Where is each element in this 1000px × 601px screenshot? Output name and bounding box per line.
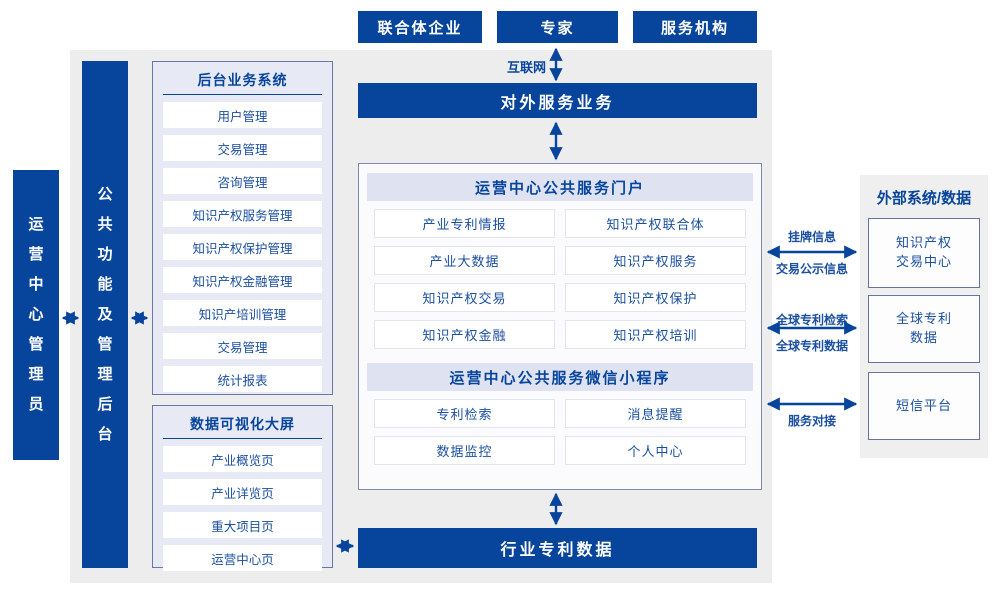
dashboard-title: 数据可视化大屏 bbox=[163, 414, 322, 439]
portal-item-patent-intelligence: 产业专利情报 bbox=[374, 209, 555, 238]
mini-item-message-alert: 消息提醒 bbox=[565, 399, 746, 428]
miniprogram-title: 运营中心公共服务微信小程序 bbox=[449, 369, 671, 387]
backend-item-statistics: 统计报表 bbox=[163, 366, 322, 392]
label-global-patent-search: 全球专利检索 bbox=[775, 313, 848, 327]
miniprogram-header: 运营中心公共服务微信小程序 bbox=[367, 363, 753, 391]
portal-item-ip-protection: 知识产权保护 bbox=[565, 283, 746, 312]
public-function-backend-label: 公共功能及管理后台 bbox=[97, 185, 113, 443]
backend-item-user-mgmt: 用户管理 bbox=[163, 102, 322, 128]
ext-box-line: 全球专利 bbox=[895, 311, 952, 327]
label-global-patent-data: 全球专利数据 bbox=[775, 339, 848, 353]
portal-item-ip-consortium: 知识产权联合体 bbox=[565, 209, 746, 238]
backend-item-ip-finance-mgmt: 知识产权金融管理 bbox=[163, 267, 322, 293]
backend-item-consult-mgmt: 咨询管理 bbox=[163, 168, 322, 194]
ext-box-line: 数据 bbox=[909, 330, 938, 345]
mini-item-patent-search: 专利检索 bbox=[374, 399, 555, 428]
dashboard-section: 数据可视化大屏 产业概览页 产业详览页 重大项目页 运营中心页 bbox=[152, 405, 333, 571]
dashboard-item-industry-overview: 产业概览页 bbox=[163, 446, 322, 472]
label-listing-info: 挂牌信息 bbox=[787, 230, 836, 244]
dashboard-item-industry-detail: 产业详览页 bbox=[163, 479, 322, 505]
dashboard-item-major-project: 重大项目页 bbox=[163, 512, 322, 538]
backend-system-section: 后台业务系统 用户管理 交易管理 咨询管理 知识产权服务管理 知识产权保护管理 … bbox=[152, 61, 333, 395]
ext-box-line: 知识产权 bbox=[895, 235, 952, 251]
public-service-center-box: 运营中心公共服务门户 产业专利情报 知识产权联合体 产业大数据 知识产权服务 知… bbox=[358, 163, 762, 490]
external-systems-title: 外部系统/数据 bbox=[876, 190, 972, 207]
external-box-ip-trade-center: 知识产权 交易中心 bbox=[868, 218, 980, 288]
backend-system-title: 后台业务系统 bbox=[163, 70, 322, 95]
label-service-connect: 服务对接 bbox=[787, 414, 836, 428]
portal-header: 运营中心公共服务门户 bbox=[367, 173, 753, 201]
dashboard-item-operation-center: 运营中心页 bbox=[163, 545, 322, 571]
mini-item-data-monitor: 数据监控 bbox=[374, 436, 555, 465]
portal-item-ip-trade: 知识产权交易 bbox=[374, 283, 555, 312]
portal-title: 运营中心公共服务门户 bbox=[474, 179, 645, 197]
actor-service-agency: 服务机构 bbox=[633, 11, 757, 43]
label-trade-public-info: 交易公示信息 bbox=[775, 262, 848, 276]
backend-item-ip-service-mgmt: 知识产权服务管理 bbox=[163, 201, 322, 227]
internet-label: 互联网 bbox=[506, 60, 546, 75]
industry-patent-data-bar-label: 行业专利数据 bbox=[500, 542, 615, 559]
portal-item-industry-bigdata: 产业大数据 bbox=[374, 246, 555, 275]
backend-item-ip-training-mgmt: 知识产培训管理 bbox=[163, 300, 322, 326]
backend-item-trade-mgmt-2: 交易管理 bbox=[163, 333, 322, 359]
operation-center-admin-bar: 运营中心管理员 bbox=[13, 170, 59, 460]
mini-item-personal-center: 个人中心 bbox=[565, 436, 746, 465]
actor-consortium-enterprise: 联合体企业 bbox=[358, 11, 482, 43]
actor-expert: 专家 bbox=[497, 11, 618, 43]
external-box-global-patent-data: 全球专利 数据 bbox=[868, 295, 980, 363]
external-box-sms-platform: 短信平台 bbox=[868, 372, 980, 440]
ext-box-line: 短信平台 bbox=[895, 397, 952, 413]
external-service-bar: 对外服务业务 bbox=[358, 83, 757, 118]
backend-item-ip-protection-mgmt: 知识产权保护管理 bbox=[163, 234, 322, 260]
actor-label: 专家 bbox=[540, 19, 575, 37]
portal-item-ip-service: 知识产权服务 bbox=[565, 246, 746, 275]
public-function-backend-bar: 公共功能及管理后台 bbox=[82, 61, 128, 568]
actor-label: 联合体企业 bbox=[377, 19, 463, 37]
external-systems-panel: 外部系统/数据 知识产权 交易中心 全球专利 数据 短信平台 bbox=[860, 175, 988, 458]
backend-item-trade-mgmt: 交易管理 bbox=[163, 135, 322, 161]
operation-center-admin-label: 运营中心管理员 bbox=[28, 216, 44, 413]
external-service-bar-label: 对外服务业务 bbox=[500, 94, 615, 112]
ext-box-line: 交易中心 bbox=[895, 254, 952, 269]
portal-grid: 产业专利情报 知识产权联合体 产业大数据 知识产权服务 知识产权交易 知识产权保… bbox=[374, 209, 746, 349]
miniprogram-grid: 专利检索 消息提醒 数据监控 个人中心 bbox=[374, 399, 746, 465]
actor-label: 服务机构 bbox=[660, 19, 729, 37]
portal-item-ip-finance: 知识产权金融 bbox=[374, 320, 555, 349]
portal-item-ip-training: 知识产权培训 bbox=[565, 320, 746, 349]
industry-patent-data-bar: 行业专利数据 bbox=[358, 528, 757, 568]
